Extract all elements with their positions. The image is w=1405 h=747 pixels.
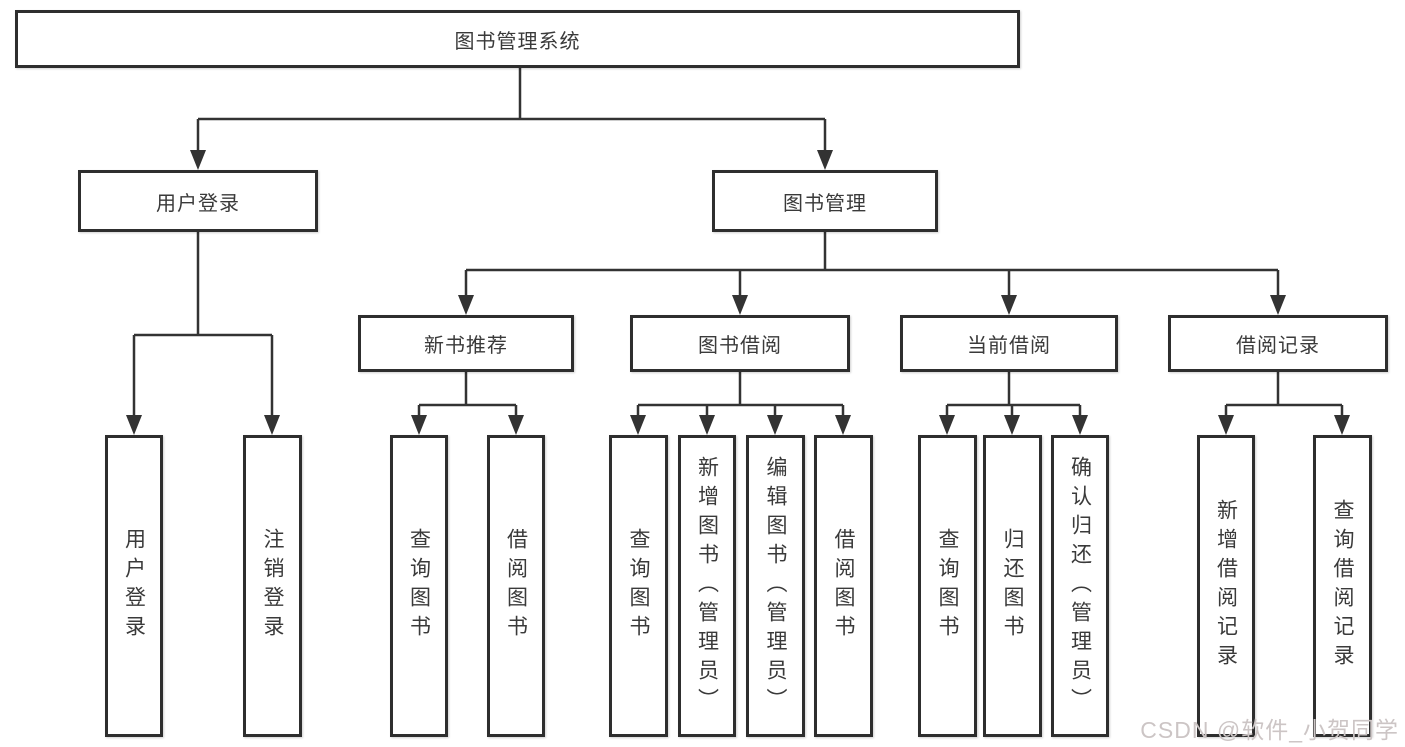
leaf-confirm-return-admin: 确认归还（管理员） <box>1051 435 1109 737</box>
leaf-return-books: 归还图书 <box>983 435 1042 737</box>
arrowhead <box>835 415 851 435</box>
arrowhead <box>817 150 833 170</box>
arrowhead <box>264 415 280 435</box>
arrowhead <box>190 150 206 170</box>
arrowhead <box>767 415 783 435</box>
node-current-borrow: 当前借阅 <box>900 315 1118 372</box>
connector-borrow-records-children <box>1224 372 1344 417</box>
leaf-query-books: 查询图书 <box>918 435 977 737</box>
node-book-management: 图书管理 <box>712 170 938 232</box>
connector-book-borrow-children <box>636 372 845 417</box>
arrowhead <box>1072 415 1088 435</box>
connector-book-management-children <box>464 232 1280 297</box>
arrowhead <box>732 295 748 315</box>
leaf-edit-books-admin: 编辑图书（管理员） <box>746 435 805 737</box>
leaf-add-borrow-record: 新增借阅记录 <box>1197 435 1255 737</box>
arrowhead <box>699 415 715 435</box>
leaf-user-login: 用户登录 <box>105 435 163 737</box>
arrowhead <box>1334 415 1350 435</box>
node-user-login: 用户登录 <box>78 170 318 232</box>
connector-user-login-children <box>132 232 274 417</box>
leaf-query-books: 查询图书 <box>390 435 448 737</box>
connector-root-to-level2 <box>196 68 827 152</box>
leaf-borrow-books: 借阅图书 <box>814 435 873 737</box>
node-book-borrow: 图书借阅 <box>630 315 850 372</box>
arrowhead <box>1270 295 1286 315</box>
connector-new-book-recommend-children <box>417 372 518 417</box>
leaf-query-borrow-record: 查询借阅记录 <box>1313 435 1372 737</box>
leaf-borrow-books: 借阅图书 <box>487 435 545 737</box>
arrowhead <box>939 415 955 435</box>
csdn-watermark: CSDN @软件_小贺同学 <box>1140 717 1399 743</box>
arrowhead <box>1004 415 1020 435</box>
leaf-query-books: 查询图书 <box>609 435 668 737</box>
arrowhead <box>630 415 646 435</box>
node-borrow-records: 借阅记录 <box>1168 315 1388 372</box>
arrowhead <box>126 415 142 435</box>
connector-current-borrow-children <box>945 372 1082 417</box>
arrowhead <box>411 415 427 435</box>
node-library-management-system: 图书管理系统 <box>15 10 1020 68</box>
arrowhead <box>1001 295 1017 315</box>
leaf-add-books-admin: 新增图书（管理员） <box>678 435 736 737</box>
leaf-logout: 注销登录 <box>243 435 302 737</box>
node-new-book-recommend: 新书推荐 <box>358 315 574 372</box>
arrowhead <box>458 295 474 315</box>
arrowhead <box>1218 415 1234 435</box>
arrowhead <box>508 415 524 435</box>
